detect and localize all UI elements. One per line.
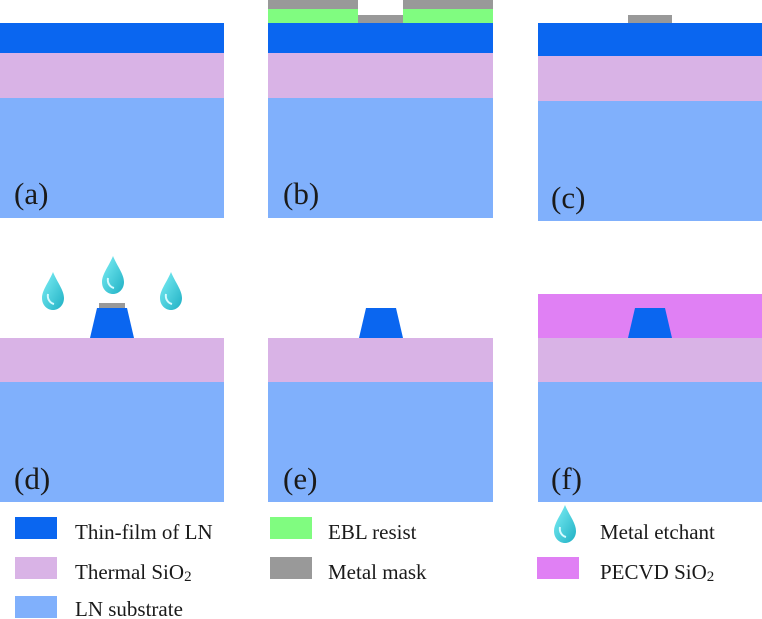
legend-item-ebl-resist: EBL resist: [270, 517, 417, 544]
ln-waveguide-ridge: [359, 308, 403, 338]
metal-on-resist-left: [268, 0, 358, 9]
legend-item-thin-film-ln: Thin-film of LN: [15, 517, 213, 544]
legend-swatch: [270, 557, 312, 579]
legend-label: Metal mask: [328, 560, 427, 584]
metal-mask-deposit: [358, 15, 403, 23]
thermal-sio2-layer: [268, 53, 493, 98]
thermal-sio2-layer: [268, 338, 493, 382]
thin-film-ln-layer: [538, 23, 762, 56]
panel-c: (c): [538, 15, 762, 221]
ln-substrate-layer: [0, 98, 224, 218]
thermal-sio2-layer: [538, 338, 762, 382]
panel-b: (b): [268, 0, 493, 218]
legend-label: Thin-film of LN: [75, 520, 213, 544]
svg-text:Thermal SiO2: Thermal SiO2: [75, 560, 192, 585]
ln-waveguide-ridge: [90, 308, 134, 338]
legend-label: LN substrate: [75, 597, 183, 619]
ln-substrate-layer: [538, 382, 762, 502]
legend-label: EBL resist: [328, 520, 417, 544]
legend-swatch: [15, 557, 57, 579]
ln-waveguide-ridge: [628, 308, 672, 338]
metal-mask: [628, 15, 672, 23]
legend-swatch: [270, 517, 312, 539]
legend-item-pecvd-sio2: PECVD SiO2: [537, 557, 714, 585]
thin-film-ln-layer: [268, 23, 493, 53]
legend-item-metal-mask: Metal mask: [270, 557, 427, 584]
droplet-icon: [41, 271, 65, 311]
droplet-icon: [159, 271, 183, 311]
ln-substrate-layer: [268, 98, 493, 218]
legend-swatch: [15, 596, 57, 618]
svg-text:PECVD SiO2: PECVD SiO2: [600, 560, 714, 585]
legend: Thin-film of LN Thermal SiO2 LN substrat…: [15, 504, 715, 619]
panel-f: (f): [538, 294, 762, 502]
metal-on-resist-right: [403, 0, 493, 9]
legend-item-thermal-sio2: Thermal SiO2: [15, 557, 192, 585]
ebl-resist-right: [403, 9, 493, 23]
thermal-sio2-layer: [538, 56, 762, 101]
thermal-sio2-layer: [0, 338, 224, 382]
legend-label: Thermal SiO: [75, 560, 184, 584]
panel-d: (d): [0, 255, 224, 502]
legend-item-ln-substrate: LN substrate: [15, 596, 183, 619]
panel-e: (e): [268, 308, 493, 502]
metal-mask-remnant: [99, 303, 125, 308]
droplet-icon: [101, 255, 125, 295]
legend-item-metal-etchant: Metal etchant: [553, 504, 715, 544]
panel-label-d: (d): [14, 461, 50, 496]
legend-label-subscript: 2: [184, 569, 192, 585]
ebl-resist-left: [268, 9, 358, 23]
legend-label: PECVD SiO: [600, 560, 707, 584]
legend-label-subscript: 2: [707, 569, 715, 585]
thin-film-ln-layer: [0, 23, 224, 53]
panel-a: (a): [0, 23, 224, 218]
panel-label-b: (b): [283, 176, 319, 211]
legend-swatch: [15, 517, 57, 539]
legend-label: Metal etchant: [600, 520, 715, 544]
legend-swatch: [537, 557, 579, 579]
droplet-icon: [553, 504, 577, 544]
ln-substrate-layer: [538, 101, 762, 221]
ln-substrate-layer: [0, 382, 224, 502]
ln-substrate-layer: [268, 382, 493, 502]
panel-label-a: (a): [14, 176, 48, 211]
panel-label-f: (f): [551, 461, 582, 496]
panel-label-c: (c): [551, 180, 585, 215]
panel-label-e: (e): [283, 461, 317, 496]
thermal-sio2-layer: [0, 53, 224, 98]
